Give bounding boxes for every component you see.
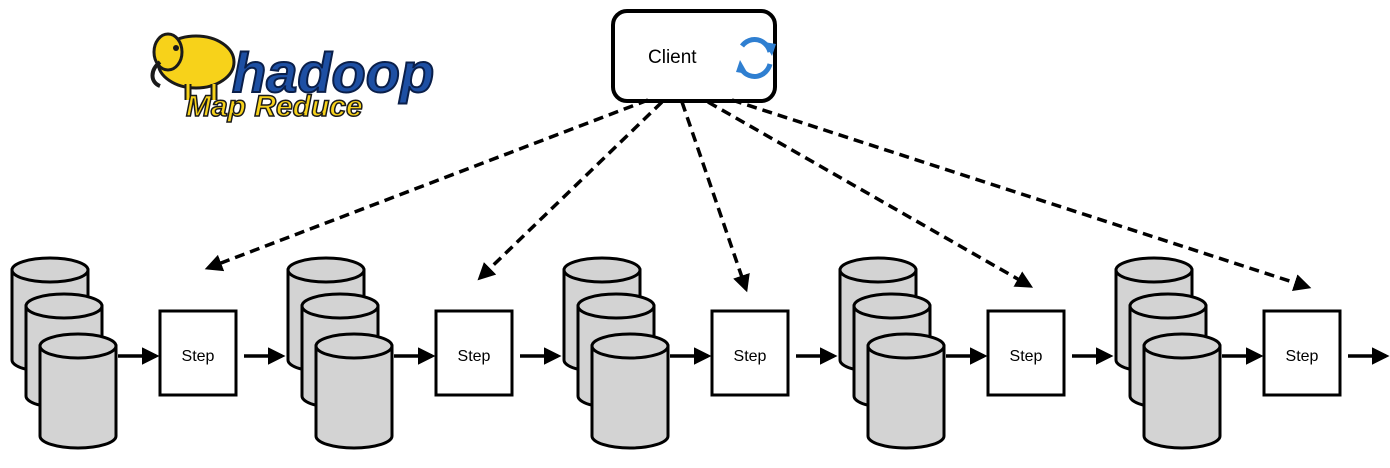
database-icon (314, 332, 394, 450)
elephant-icon (150, 32, 236, 100)
step-label: Step (182, 348, 215, 365)
step-node-2: Step (434, 309, 514, 397)
logo-subtitle: Map Reduce (186, 90, 363, 123)
step-label: Step (1286, 348, 1319, 365)
client-control-arrows (204, 98, 1312, 293)
control-arrow-4 (707, 100, 1034, 288)
hadoop-mapreduce-logo: hadoop Map Reduce (150, 32, 435, 124)
client-label: Client (648, 47, 697, 68)
step-node-3: Step (710, 309, 790, 397)
storage-stack-4 (838, 256, 946, 450)
logo-wordmark: hadoop (232, 41, 434, 104)
step-label: Step (1010, 348, 1043, 365)
storage-stack-5 (1114, 256, 1222, 450)
step-label: Step (734, 348, 767, 365)
database-icon (590, 332, 670, 450)
pipeline: Step Step Step Step Step (10, 256, 1390, 450)
storage-stack-1 (10, 256, 118, 450)
storage-stack-3 (562, 256, 670, 450)
step-node-1: Step (158, 309, 238, 397)
database-icon (1142, 332, 1222, 450)
refresh-cycle-icon (736, 37, 776, 79)
step-label: Step (458, 348, 491, 365)
control-arrow-5 (731, 98, 1312, 291)
step-node-5: Step (1262, 309, 1342, 397)
control-arrow-2 (477, 100, 664, 281)
client-node: Client (611, 9, 777, 103)
database-icon (866, 332, 946, 450)
control-arrow-1 (204, 98, 649, 272)
step-node-4: Step (986, 309, 1066, 397)
storage-stack-2 (286, 256, 394, 450)
control-arrow-3 (680, 101, 750, 293)
database-icon (38, 332, 118, 450)
